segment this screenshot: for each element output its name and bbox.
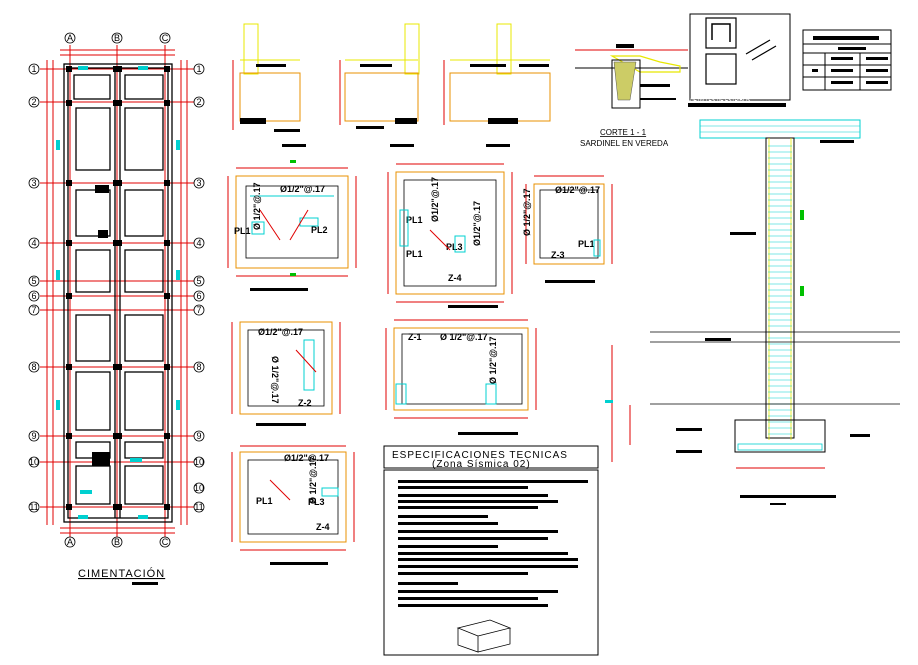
z3-label: Z-3 [551,250,565,260]
brick-sketch [456,619,512,653]
axis-bottom-a: A [67,537,73,547]
z1-rebar-top: Ø1/2"@.17 [280,184,325,194]
z2-label: Z-2 [298,398,312,408]
row-left-2: 2 [31,97,36,107]
axis-bottom-c: C [162,537,169,547]
row-left-5: 5 [31,276,36,286]
row-right-9: 9 [196,431,201,441]
row-left-9: 9 [31,431,36,441]
z3-pl1: PL1 [578,239,595,249]
wall-detail-1 [232,23,414,147]
row-left-4: 4 [31,238,36,248]
z4-pl3: PL3 [446,242,463,252]
z2-rebar-vert: Ø 1/2"@.17 [270,356,280,404]
stirrup-caption: DETALLES DE ESTRIBOS [690,98,751,104]
row-right-2: 2 [196,97,201,107]
row-right-10: 10 [194,457,204,467]
z3-rebar-top: Ø1/2"@.17 [555,185,600,195]
row-left-10: 10 [29,457,39,467]
row-left-3: 3 [31,178,36,188]
z1b-rebar-vert: Ø 1/2"@.17 [488,336,498,384]
z1-pl2: PL2 [311,225,328,235]
row-right-6: 6 [196,291,201,301]
row-right-4: 4 [196,238,201,248]
wall-details [232,23,551,147]
zapata-detail-4: Ø1/2"@.17 Ø 1/2"@.17 Z-2 [231,321,341,426]
row-left-1: 1 [31,64,36,74]
spec-table [802,29,892,91]
row-right-8: 8 [196,362,201,372]
zapata-detail-2: PL1 PL1 PL3 Z-4 Ø1/2"@.17 Ø1/2"@.17 [387,163,513,308]
z4-pl1a: PL1 [406,215,423,225]
column-section [605,119,900,505]
row-left-11: 11 [29,502,38,512]
z4-pl1b: PL1 [406,249,423,259]
zapata-detail-5: Z-1 Ø 1/2"@.17 Ø 1/2"@.17 [385,319,537,435]
specs-subtitle: (Zona Sísmica 02) [432,459,531,470]
z2-rebar-top: Ø1/2"@.17 [258,327,303,337]
row-right-7: 7 [196,305,201,315]
z4-rebar-b: Ø1/2"@.17 [472,201,482,246]
specs-text-blocks [398,480,588,607]
wall-detail-2 [339,23,420,129]
z1-label: Z-1 [408,332,422,342]
specs-panel: ESPECIFICACIONES TECNICAS (Zona Sísmica … [383,445,599,656]
z4b-rebar-top: Ø1/2"@.17 [284,453,329,463]
zapata-detail-1: Ø1/2"@.17 Ø 1/2"@.17 PL1 PL2 [227,160,357,291]
z4b-label: Z-4 [316,522,330,532]
z1-rebar-vert: Ø 1/2"@.17 [252,182,262,230]
row-left-8: 8 [31,362,36,372]
specs-title: ESPECIFICACIONES TECNICAS [392,450,568,461]
plan-scale-bar [132,582,158,585]
section-subtitle: SARDINEL EN VEREDA [580,139,669,148]
foundation-plan: A B C A B C 1 2 3 4 5 6 7 8 9 10 11 1 2 [28,32,205,585]
row-right-1: 1 [196,64,201,74]
z1b-rebar-top: Ø 1/2"@.17 [440,332,488,342]
stirrup-detail: DETALLES DE ESTRIBOS [688,13,791,107]
axis-top-a: A [67,33,73,43]
zapata-detail-6: Ø1/2"@.17 PL1 PL3 Z-4 Ø 1/2"@.17 [231,445,355,565]
section-corte-1-1: CORTE 1 - 1 SARDINEL EN VEREDA [575,44,688,148]
axis-top-c: C [162,33,169,43]
row-left-7: 7 [31,305,36,315]
row-right-5: 5 [196,276,201,286]
z4b-pl1: PL1 [256,496,273,506]
z4-label: Z-4 [448,273,462,283]
zapata-detail-3: Ø1/2"@.17 Ø 1/2"@.17 PL1 Z-3 [522,175,613,283]
plan-title: CIMENTACIÓN [78,567,165,580]
row-right-3: 3 [196,178,201,188]
z4b-pl3: PL3 [308,497,325,507]
section-title: CORTE 1 - 1 [600,128,647,137]
row-right-10b: 10 [194,483,204,493]
row-left-6: 6 [31,291,36,301]
stirrup-caption-bar [688,103,786,107]
wall-detail-3 [443,23,551,147]
z4b-rebar-vert: Ø 1/2"@.17 [308,456,318,504]
z1-pl1: PL1 [234,226,251,236]
z3-rebar-vert: Ø 1/2"@.17 [522,188,532,236]
axis-bottom-b: B [114,537,120,547]
z4-rebar-a: Ø1/2"@.17 [430,177,440,222]
row-right-11: 11 [194,502,203,512]
axis-top-b: B [114,33,120,43]
